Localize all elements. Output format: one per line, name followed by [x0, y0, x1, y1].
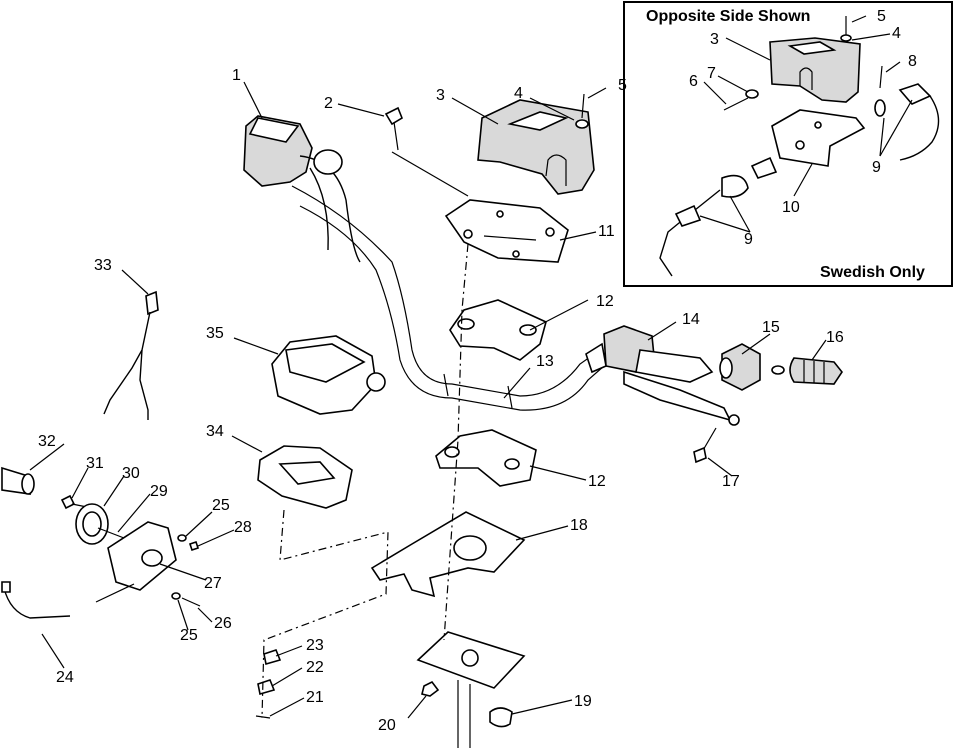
callout-25b: 25 — [180, 627, 198, 644]
inset-callout-4: 4 — [892, 25, 901, 42]
callout-30: 30 — [122, 465, 140, 482]
part-2-screw — [384, 106, 469, 197]
callout-5: 5 — [618, 77, 627, 94]
callout-19: 19 — [574, 693, 592, 710]
callout-labels: 1 2 3 4 5 11 12 13 14 15 16 17 12 18 19 … — [38, 67, 844, 734]
callout-12b: 12 — [588, 473, 606, 490]
callout-13: 13 — [536, 353, 554, 370]
callout-12a: 12 — [596, 293, 614, 310]
callout-35: 35 — [206, 325, 224, 342]
part-1-left-switch — [243, 115, 361, 263]
callout-33: 33 — [94, 257, 112, 274]
callout-27: 27 — [204, 575, 222, 592]
callout-34: 34 — [206, 423, 224, 440]
part-32-cap — [1, 466, 35, 495]
inset-switch-housing — [769, 37, 861, 103]
inset-callout-3: 3 — [710, 31, 719, 48]
inset-callout-8: 8 — [908, 53, 917, 70]
callout-23: 23 — [306, 637, 324, 654]
inset-bracket — [771, 109, 866, 167]
inset-callout-9b: 9 — [744, 231, 753, 248]
inset-fasteners — [659, 16, 940, 277]
inset-callout-6: 6 — [689, 73, 698, 90]
part-11-mount-plate — [444, 199, 569, 263]
callout-17: 17 — [722, 473, 740, 490]
inset-caption: Swedish Only — [820, 264, 925, 281]
assembly-line-left — [261, 509, 389, 719]
part-16-grip — [771, 357, 843, 385]
part-19-20-steering-post — [416, 631, 526, 748]
part-34-housing-lower — [257, 445, 353, 509]
callout-3: 3 — [436, 87, 445, 104]
inset-callout-7: 7 — [707, 65, 716, 82]
part-15-throttle — [719, 343, 761, 391]
inset-callout-5: 5 — [877, 8, 886, 25]
callout-16: 16 — [826, 329, 844, 346]
part-21-22-23-pins — [255, 649, 282, 719]
callout-29: 29 — [150, 483, 168, 500]
part-18-bracket-plate — [370, 511, 526, 598]
callout-24: 24 — [56, 669, 74, 686]
part-17-screw — [693, 427, 717, 464]
assembly-line-center — [443, 243, 469, 641]
callout-4: 4 — [514, 85, 523, 102]
callout-20: 20 — [378, 717, 396, 734]
part-27-29-switch-plate — [97, 521, 177, 591]
leader-lines — [29, 81, 827, 719]
callout-26: 26 — [214, 615, 232, 632]
part-35-instrument-housing — [271, 335, 386, 415]
part-12-lower-clamp — [435, 429, 537, 487]
callout-22: 22 — [306, 659, 324, 676]
callout-1: 1 — [232, 67, 241, 84]
callout-15: 15 — [762, 319, 780, 336]
callout-31: 31 — [86, 455, 104, 472]
part-24-cable — [1, 581, 71, 619]
part-14-brake-lever — [585, 325, 740, 426]
part-33-wire-harness — [103, 290, 159, 420]
callout-28: 28 — [234, 519, 252, 536]
callout-18: 18 — [570, 517, 588, 534]
inset-callout-10: 10 — [782, 199, 800, 216]
callout-11: 11 — [598, 223, 615, 240]
callout-25a: 25 — [212, 497, 230, 514]
part-30-ring — [75, 503, 109, 545]
inset-title: Opposite Side Shown — [646, 8, 810, 25]
part-12-upper-clamp — [449, 299, 547, 361]
inset-panel: Opposite Side Shown Swedish Only — [623, 1, 953, 287]
part-25-26-28-fasteners — [95, 534, 201, 607]
part-13-handlebar — [291, 185, 605, 411]
callout-21: 21 — [306, 689, 324, 706]
callout-2: 2 — [324, 95, 333, 112]
callout-32: 32 — [38, 433, 56, 450]
inset-callout-9a: 9 — [872, 159, 881, 176]
callout-14: 14 — [682, 311, 700, 328]
part-4-5-fasteners — [575, 93, 589, 129]
part-3-housing-cover — [477, 99, 595, 195]
